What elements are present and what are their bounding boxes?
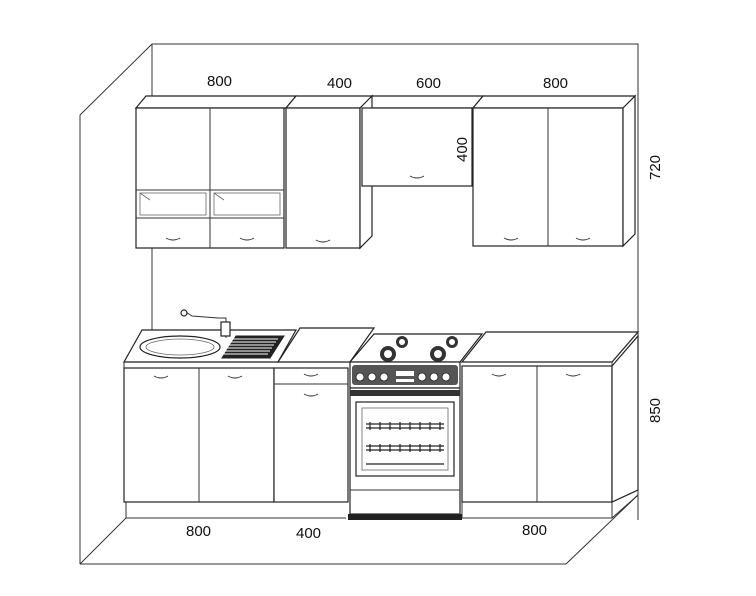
- handle-icon: [575, 237, 591, 241]
- upper-cabinet-600-hood: [361, 107, 473, 187]
- handle-icon: [239, 237, 255, 241]
- handle-icon: [565, 373, 581, 377]
- dim-lower-400: 400: [296, 525, 321, 542]
- handle-icon: [409, 175, 425, 179]
- handle-icon: [503, 237, 519, 241]
- dimension-labels: 800 400 600 800 400 720 850 800 400 800: [186, 73, 664, 542]
- handle-icon: [153, 375, 169, 379]
- handle-icon: [303, 393, 319, 397]
- lower-cabinet-400: [273, 367, 349, 503]
- upper-cabinet-400: [285, 94, 373, 250]
- dim-upper-400: 400: [327, 75, 352, 92]
- handle-icon: [227, 375, 243, 379]
- dim-lower-height: 850: [647, 398, 664, 423]
- lower-cabinets: [123, 334, 639, 519]
- knob-icon: [355, 372, 451, 382]
- dim-upper-800-left: 800: [207, 73, 232, 90]
- oven-rack-icon: [366, 422, 444, 465]
- upper-cabinets: [134, 94, 637, 250]
- lower-cabinet-800-right: [461, 334, 639, 519]
- dim-hood-height: 400: [454, 137, 471, 162]
- dim-lower-800-left: 800: [186, 523, 211, 540]
- gas-stove: [348, 333, 484, 520]
- handle-icon: [315, 239, 331, 243]
- dim-upper-800-right: 800: [543, 75, 568, 92]
- handle-icon: [303, 373, 319, 377]
- burner-icon: [380, 336, 458, 362]
- sink: [139, 309, 285, 359]
- handle-icon: [165, 237, 181, 241]
- handle-icon: [491, 373, 507, 377]
- dim-upper-600: 600: [416, 75, 441, 92]
- dim-upper-height: 720: [647, 155, 664, 180]
- dim-lower-800-right: 800: [522, 522, 547, 539]
- lower-cabinet-800-left: [123, 367, 346, 519]
- upper-cabinet-800-left: [135, 107, 285, 249]
- upper-cabinet-800-right: [472, 94, 636, 248]
